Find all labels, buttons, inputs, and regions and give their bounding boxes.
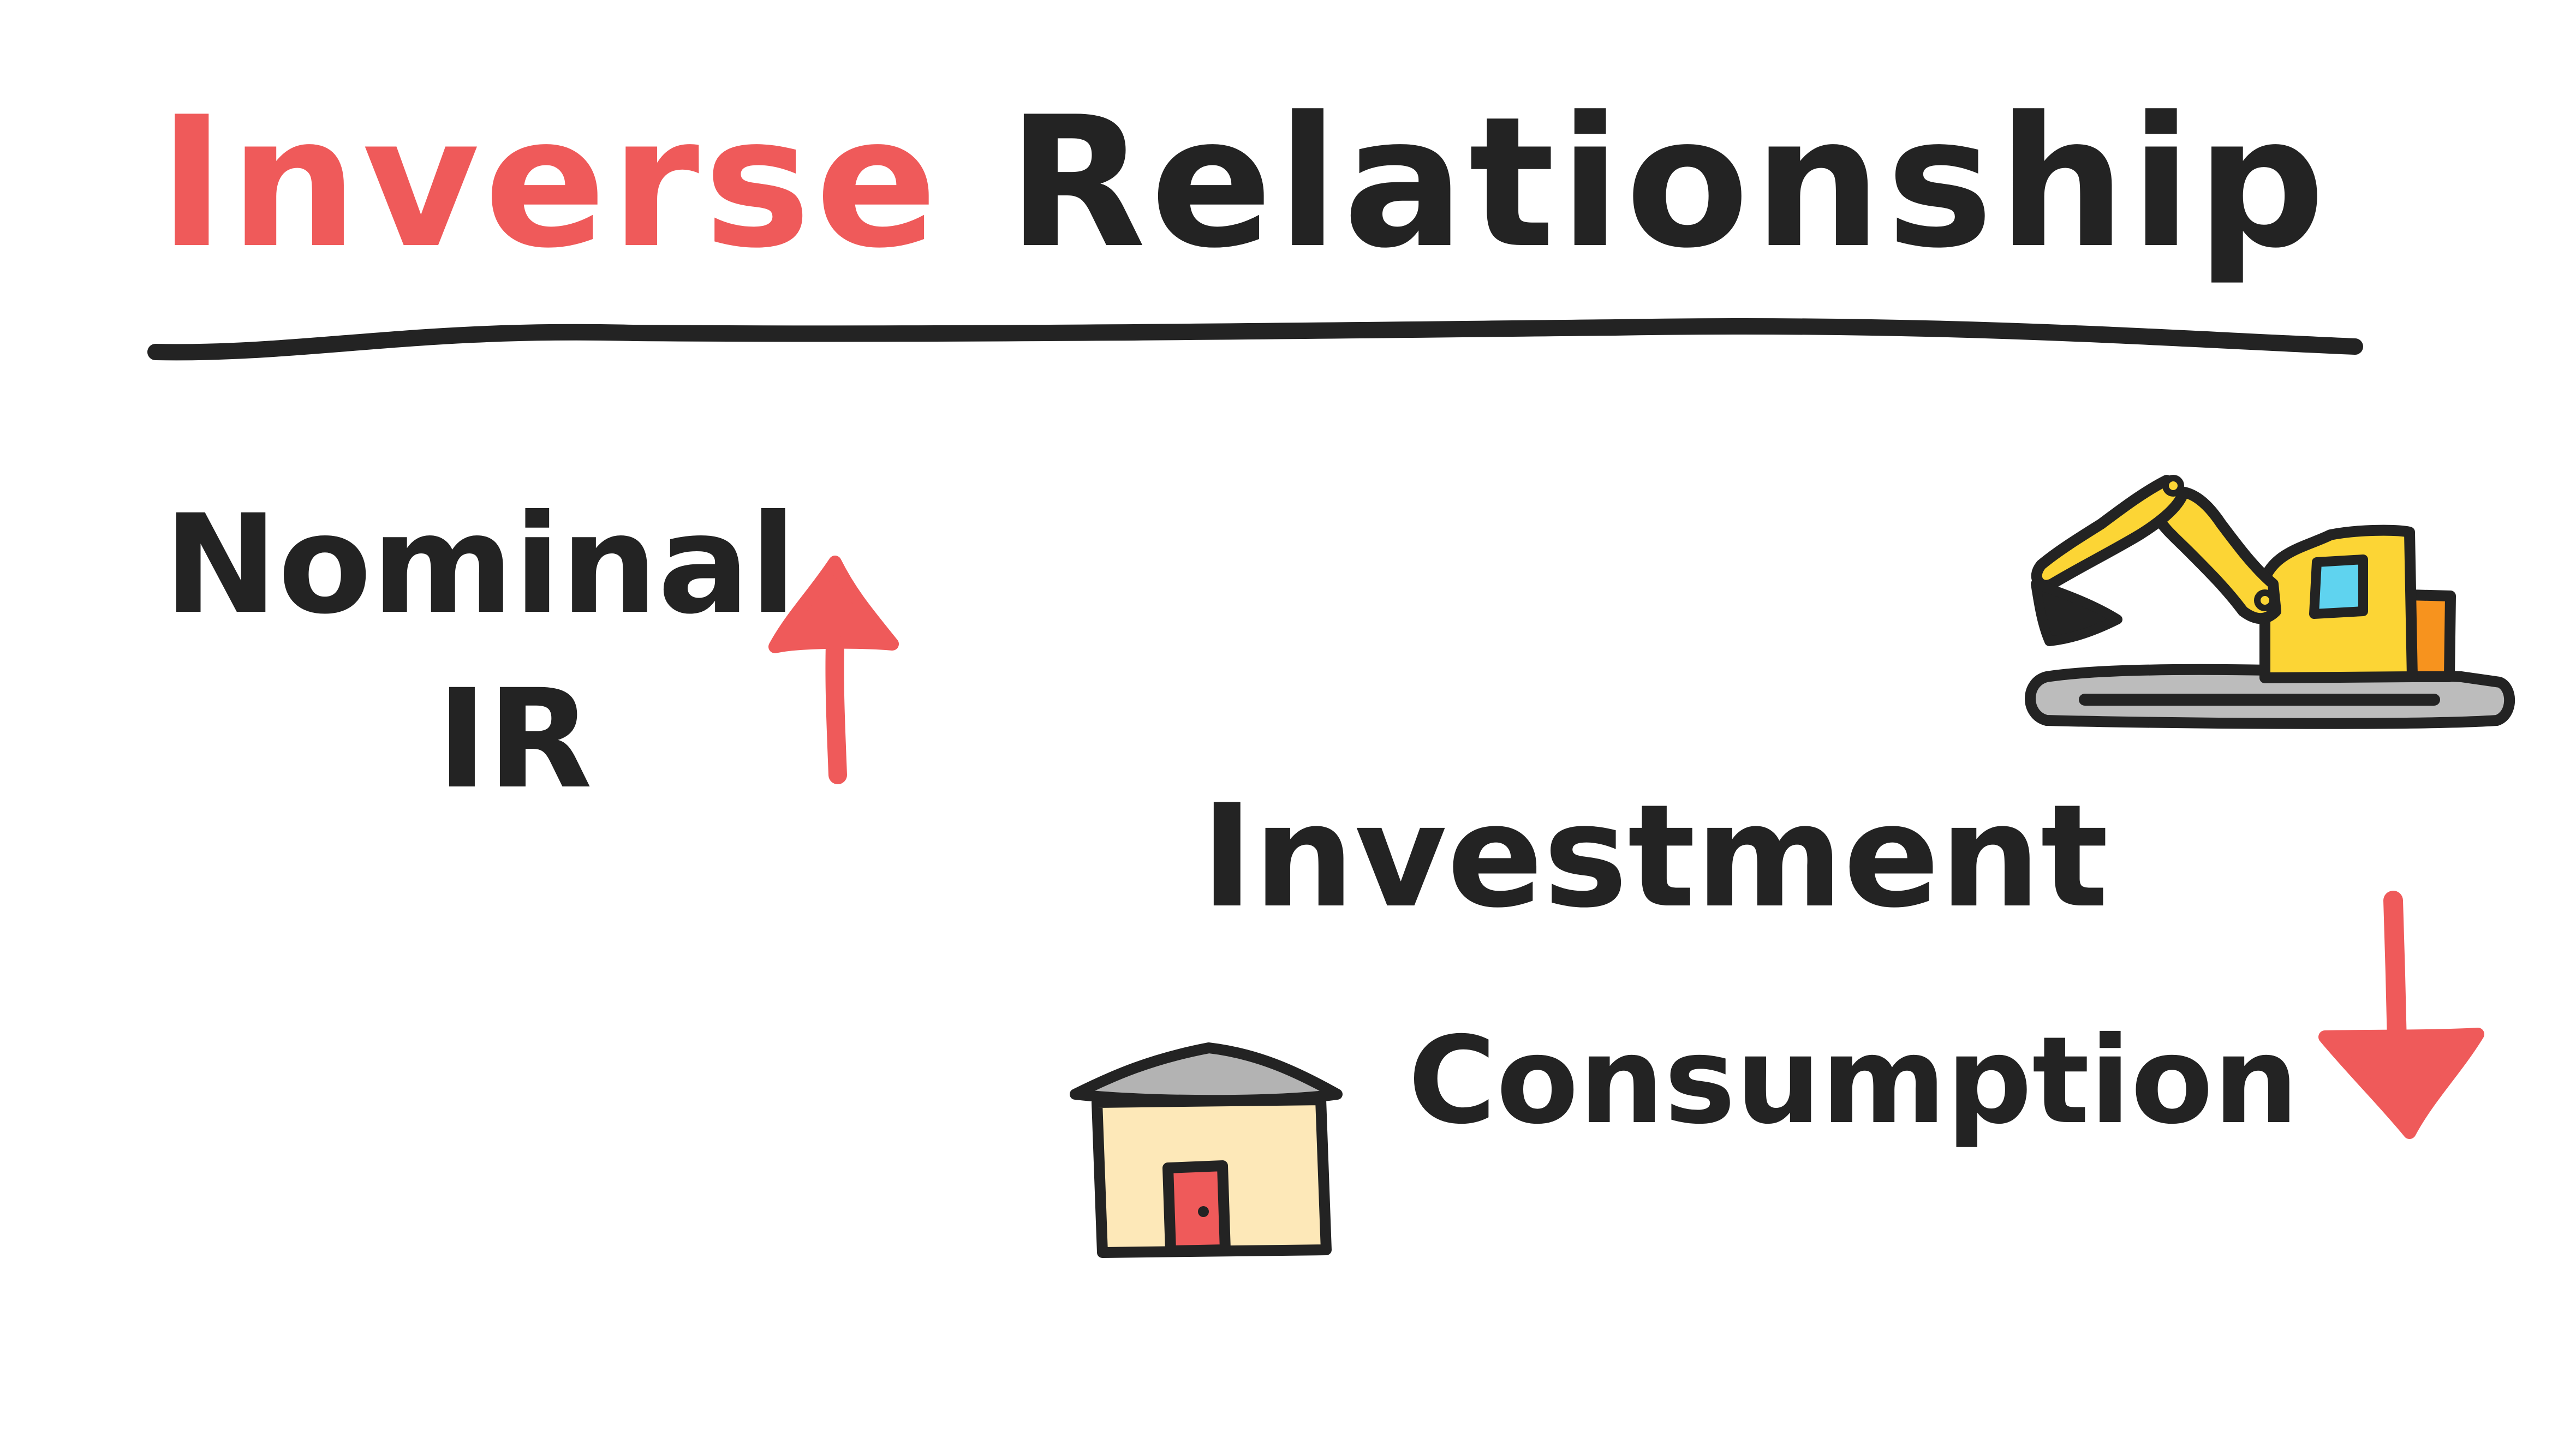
- investment-label: Investment: [1201, 774, 2109, 939]
- down-arrow-icon: [2318, 891, 2484, 1139]
- house-icon: [1070, 1042, 1343, 1258]
- ir-label: IR: [437, 660, 593, 819]
- nominal-label: Nominal: [164, 485, 797, 644]
- title-underline: [147, 318, 2363, 361]
- title-word-relationship: Relationship: [1007, 78, 2330, 288]
- consumption-label: Consumption: [1408, 1011, 2299, 1150]
- up-arrow-icon: [768, 556, 899, 784]
- title-word-inverse: Inverse: [158, 78, 942, 288]
- excavator-icon: [2025, 475, 2515, 729]
